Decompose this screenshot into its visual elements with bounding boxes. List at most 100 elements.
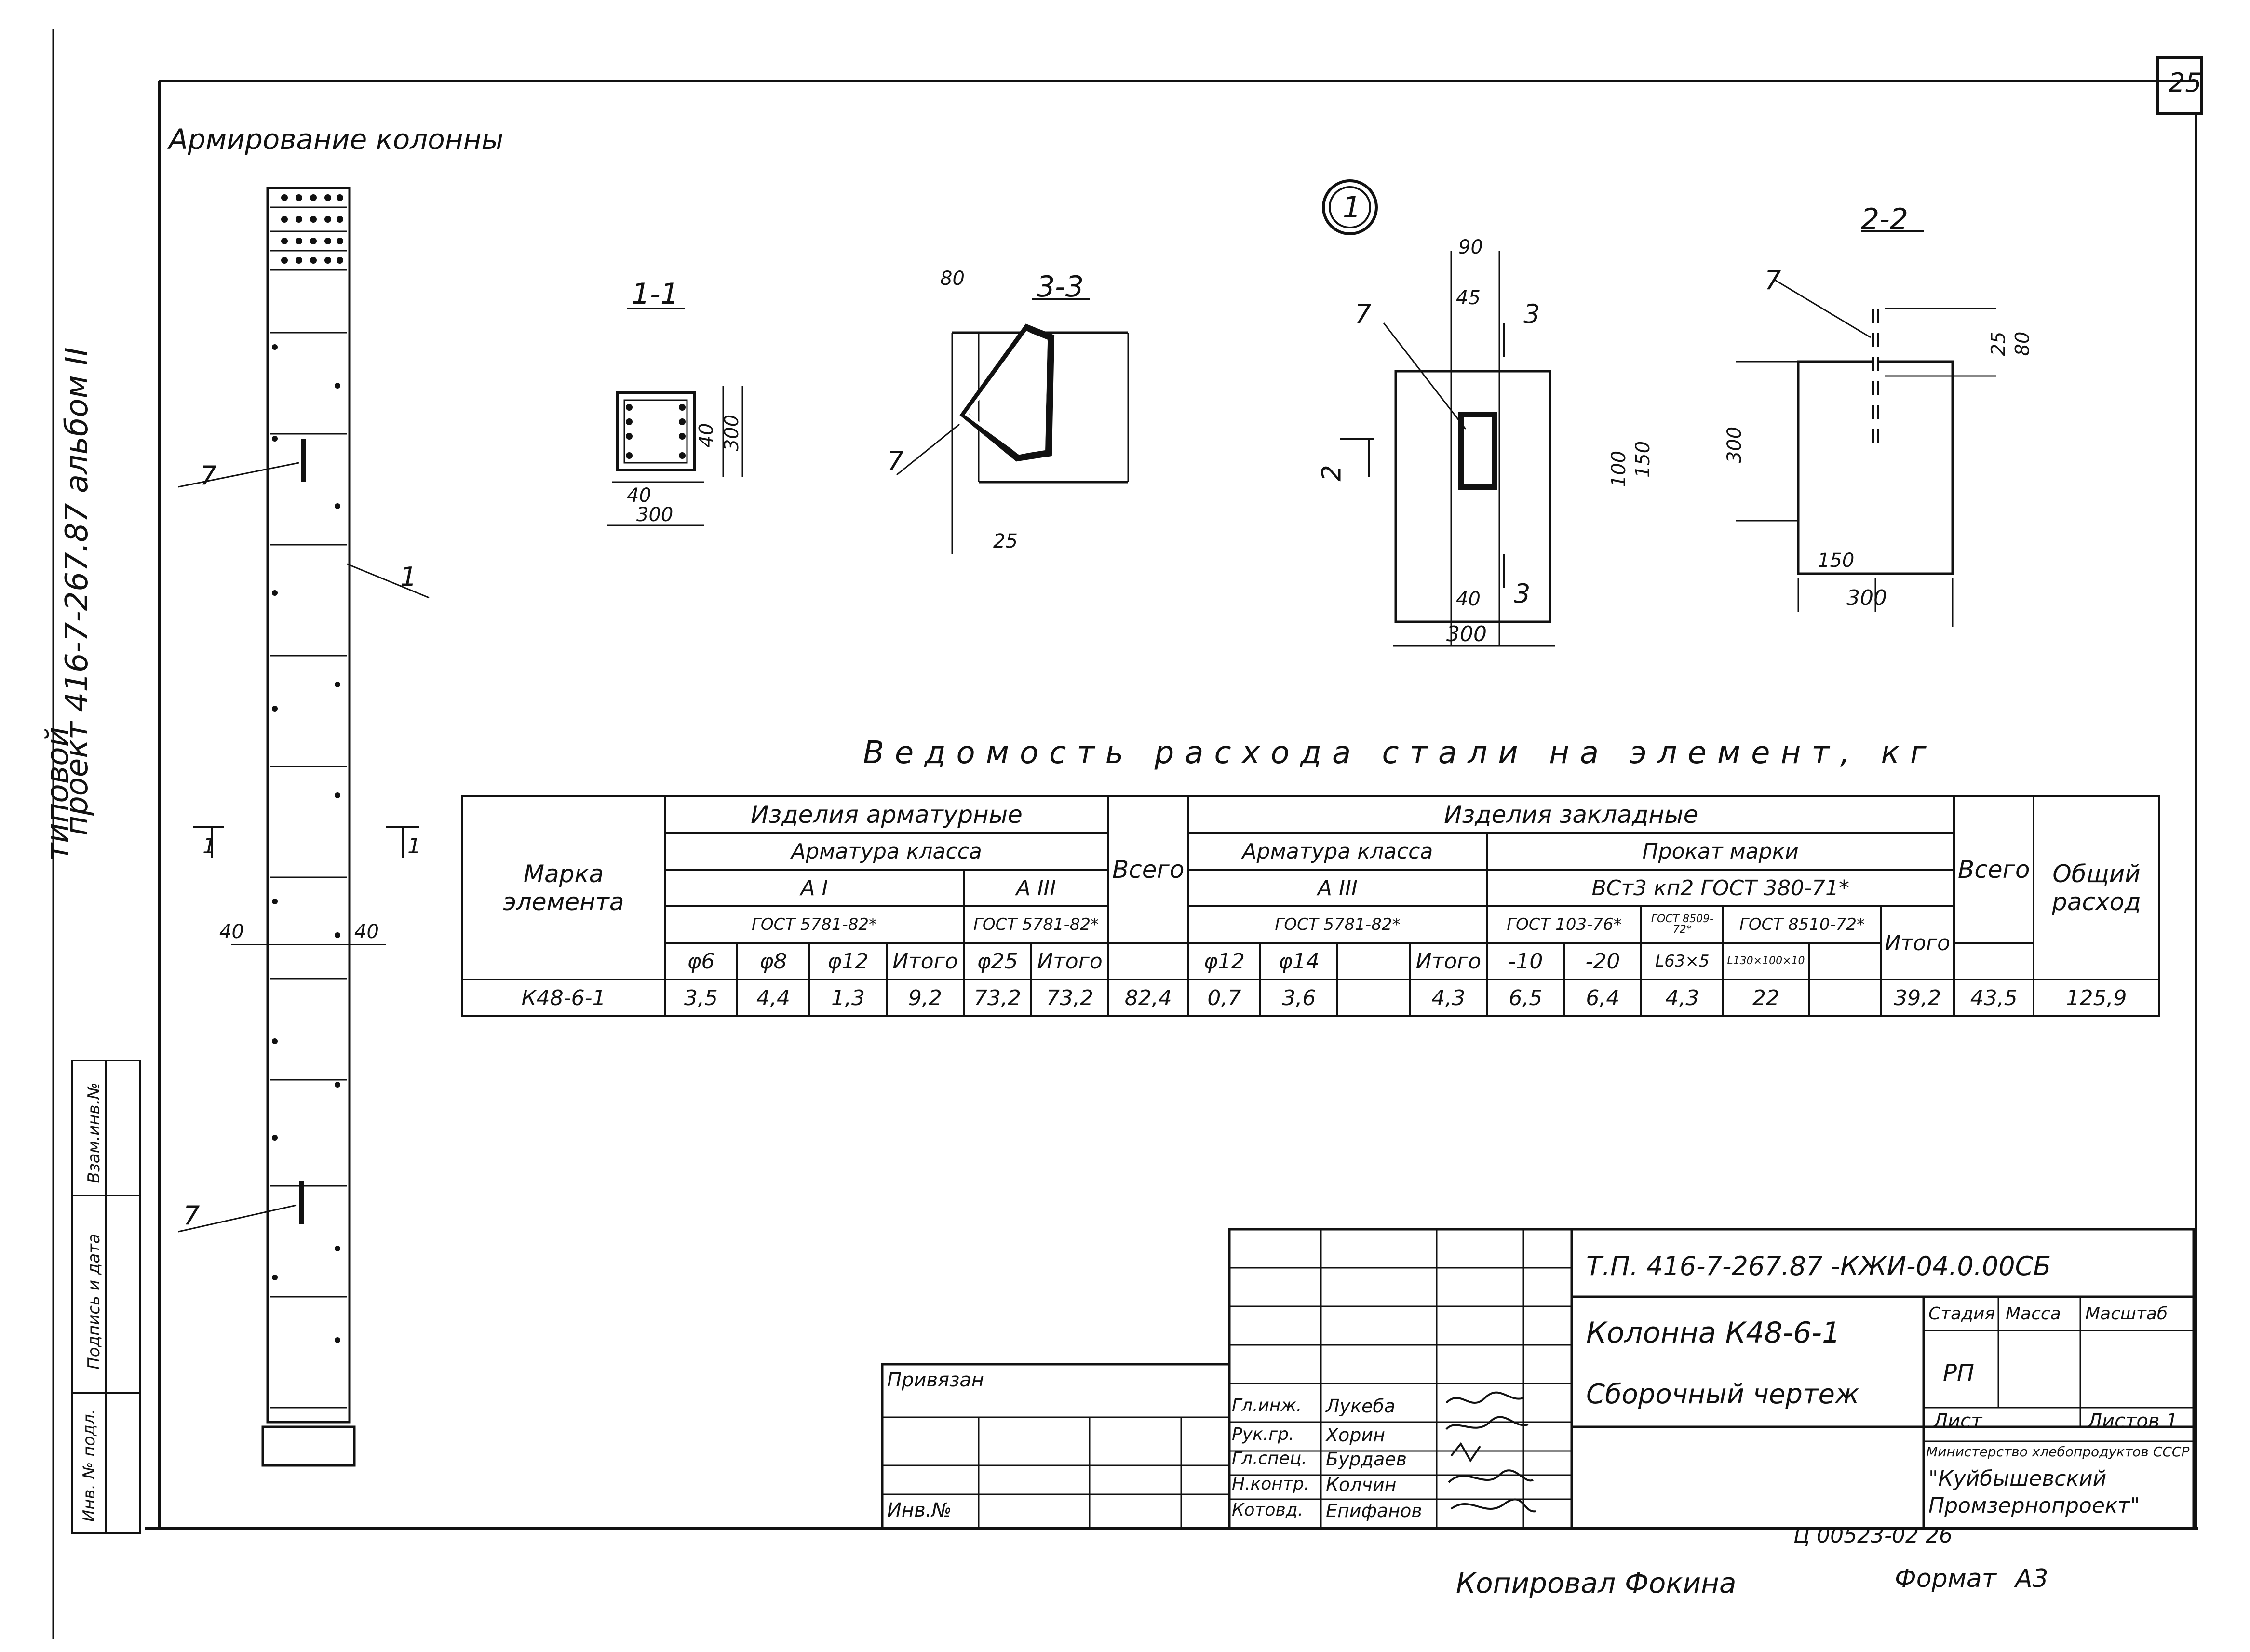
table-cell: 73,2 bbox=[1030, 979, 1109, 1017]
steel-spec-table: Марка элемента Изделия арматурные Всего … bbox=[461, 795, 2160, 1017]
section-3-3-dim-25: 25 bbox=[993, 530, 1018, 552]
table-obshchiy: Общий расход bbox=[2033, 795, 2160, 980]
tb-stadia: РП bbox=[1943, 1359, 1975, 1386]
table-itogo-zaklad-prokat: Итого bbox=[1880, 905, 1955, 980]
tb-stadia-label: Стадия bbox=[1928, 1304, 1995, 1324]
section-2-2-dim-300: 300 bbox=[1846, 586, 1887, 610]
footer-format-value: А3 bbox=[2015, 1564, 2048, 1593]
sheet-number: 25 bbox=[2169, 67, 2202, 98]
section-1-1-drawing bbox=[607, 308, 743, 526]
table-cell bbox=[1807, 979, 1882, 1017]
table-marka-header: Марка элемента bbox=[461, 795, 666, 980]
tb-name-4: Колчин bbox=[1326, 1474, 1397, 1495]
table-cell: 4,4 bbox=[736, 979, 810, 1017]
table-col-blank-2 bbox=[1807, 942, 1882, 980]
table-title: Ведомость расхода стали на элемент, кг bbox=[863, 735, 1937, 771]
table-cell: 39,2 bbox=[1880, 979, 1955, 1017]
table-gost-5781: ГОСТ 5781-82* bbox=[664, 905, 965, 944]
table-class-AIII-2: А III bbox=[1187, 869, 1488, 907]
tb-name: Колонна К48-6-1 bbox=[1586, 1316, 1841, 1350]
node-1-section-2: 2 bbox=[1316, 465, 1347, 482]
table-gost-103: ГОСТ 103-76* bbox=[1486, 905, 1643, 944]
table-cell: 73,2 bbox=[963, 979, 1032, 1017]
table-row: К48-6-1 3,5 4,4 1,3 9,2 73,2 73,2 82,4 0… bbox=[461, 979, 2160, 1017]
table-group-zaklad: Изделия закладные bbox=[1187, 795, 1955, 834]
table-cell: 22 bbox=[1722, 979, 1810, 1017]
table-cell: 6,4 bbox=[1563, 979, 1643, 1017]
section-3-3-dim-80: 80 bbox=[940, 268, 965, 290]
table-group-armatur: Изделия арматурные bbox=[664, 795, 1109, 834]
tb-name-3: Бурдаев bbox=[1326, 1449, 1407, 1470]
table-col-itogo-1: Итого bbox=[886, 942, 965, 980]
table-cell: 0,7 bbox=[1187, 979, 1262, 1017]
column-mark-top: 7 bbox=[200, 460, 217, 491]
table-col-f12-b: φ12 bbox=[1187, 942, 1262, 980]
section-1-1-dim-a: 40 bbox=[627, 484, 651, 507]
tb-name-2: Хорин bbox=[1326, 1424, 1385, 1446]
tb-org-name: "Куйбышевский Промзернопроект" bbox=[1928, 1466, 2140, 1518]
table-gost-5781-c: ГОСТ 5781-82* bbox=[1187, 905, 1488, 944]
section-2-2-mark: 7 bbox=[1765, 265, 1781, 295]
section-3-3-mark: 7 bbox=[887, 446, 904, 476]
sheet-number-box bbox=[2156, 56, 2203, 115]
section-1-1-dim-c: 40 bbox=[695, 423, 718, 448]
table-class-AIII: А III bbox=[963, 869, 1109, 907]
section-mark-left: 1 bbox=[202, 834, 216, 859]
tb-listov-label: Листов 1 bbox=[2088, 1410, 2178, 1432]
node-1-dim-90: 90 bbox=[1458, 236, 1483, 258]
section-2-2-title: 2-2 bbox=[1861, 202, 1908, 236]
node-1-mark: 7 bbox=[1355, 299, 1372, 329]
node-1-section-3-top: 3 bbox=[1523, 299, 1540, 329]
footer-copied-by: Фокина bbox=[1625, 1567, 1737, 1599]
tb-doc-type: Сборочный чертеж bbox=[1586, 1379, 1859, 1410]
inv-label-3: Взам.инв.№ bbox=[84, 1082, 104, 1183]
section-3-3-title: 3-3 bbox=[1037, 270, 1084, 304]
tb-masshtab-label: Масштаб bbox=[2085, 1304, 2168, 1324]
tb-role-4: Н.контр. bbox=[1232, 1474, 1310, 1494]
tb-inv-n: Инв.№ bbox=[887, 1499, 952, 1521]
column-dim-40-right: 40 bbox=[354, 921, 379, 943]
table-cell: 125,9 bbox=[2033, 979, 2160, 1017]
section-2-2-dim-150: 150 bbox=[1818, 550, 1855, 572]
table-col-f8: φ8 bbox=[736, 942, 810, 980]
table-col-f14: φ14 bbox=[1259, 942, 1339, 980]
table-armatura-klassa: Арматура класса bbox=[664, 832, 1109, 871]
inv-label-1: Инв. № подл. bbox=[80, 1409, 99, 1522]
tb-list-label: Лист bbox=[1933, 1410, 1982, 1432]
tb-code: Т.П. 416-7-267.87 -КЖИ-04.0.00СБ bbox=[1586, 1251, 2051, 1281]
table-col-f25: φ25 bbox=[963, 942, 1032, 980]
tb-role-5: Котовд. bbox=[1232, 1500, 1304, 1520]
tb-name-1: Лукеба bbox=[1326, 1396, 1396, 1417]
section-2-2-dim-80: 80 bbox=[2011, 331, 2034, 356]
table-cell: 82,4 bbox=[1107, 979, 1189, 1017]
table-armatura-klassa-2: Арматура класса bbox=[1187, 832, 1488, 871]
section-2-2-dim-300-v: 300 bbox=[1724, 426, 1746, 464]
table-col-vsego-blank bbox=[1107, 942, 1189, 980]
table-cell: 9,2 bbox=[886, 979, 965, 1017]
table-steel-grade: ВСт3 кп2 ГОСТ 380-71* bbox=[1486, 869, 1955, 907]
section-1-1-dim-b: 300 bbox=[636, 504, 674, 526]
table-cell: 1,3 bbox=[808, 979, 888, 1017]
type-label: типовой bbox=[40, 726, 76, 861]
table-class-AI: А I bbox=[664, 869, 965, 907]
tb-role-2: Рук.гр. bbox=[1232, 1424, 1294, 1444]
table-col-minus-10: -10 bbox=[1486, 942, 1565, 980]
table-cell: 3,5 bbox=[664, 979, 738, 1017]
tb-massa-label: Масса bbox=[2006, 1304, 2061, 1324]
section-mark-right: 1 bbox=[407, 834, 421, 859]
table-cell: 3,6 bbox=[1259, 979, 1339, 1017]
node-1-title: 1 bbox=[1343, 190, 1361, 224]
title-block-grid bbox=[881, 1228, 2195, 1530]
table-vsego-1: Всего bbox=[1107, 795, 1189, 944]
table-prokat-marki: Прокат марки bbox=[1486, 832, 1955, 871]
table-col-L130: L130×100×10 bbox=[1722, 942, 1810, 980]
table-col-f6: φ6 bbox=[664, 942, 738, 980]
table-vsego-2: Всего bbox=[1953, 795, 2035, 944]
table-cell bbox=[1336, 979, 1411, 1017]
section-1-1-title: 1-1 bbox=[632, 277, 679, 311]
footer-archive: Ц 00523-02 26 bbox=[1793, 1523, 1953, 1548]
tb-role-1: Гл.инж. bbox=[1232, 1396, 1302, 1415]
footer-format-label: Формат bbox=[1895, 1564, 1996, 1593]
node-1-dim-150: 150 bbox=[1632, 441, 1655, 478]
table-col-f12: φ12 bbox=[808, 942, 888, 980]
